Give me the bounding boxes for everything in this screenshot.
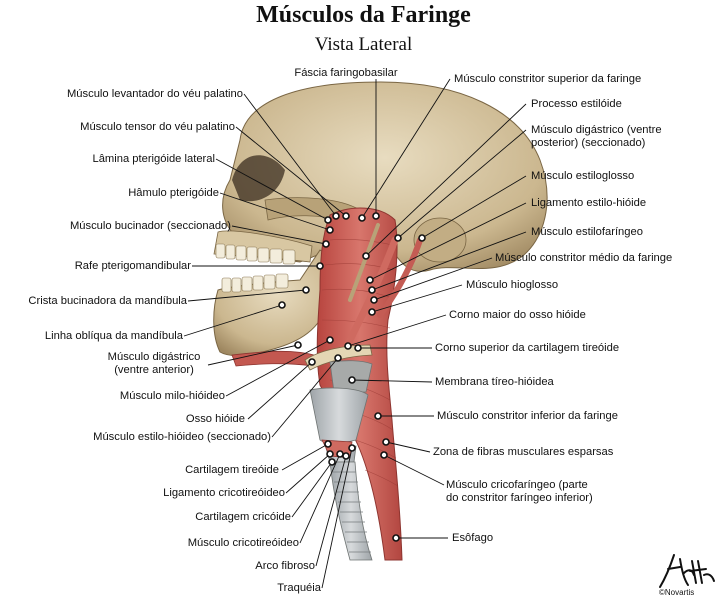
label-linha: Linha oblíqua da mandíbula [44,330,183,342]
label-osso-hioide: Osso hióide [185,413,245,425]
styloid-process [348,223,380,302]
label-musculo-cricotireoideo: Músculo cricotireóideo [187,537,299,549]
label-hamulo: Hâmulo pterigóide [128,187,219,199]
stylohyoid-muscle [341,236,399,354]
label-zona-fibras: Zona de fibras musculares esparsas [433,446,614,458]
label-digastrico-posterior: Músculo digástrico (ventre posterior) (s… [531,124,662,149]
label-constritor-medio: Músculo constritor médio da faringe [495,252,673,264]
label-ligamento-cricotireoideo: Ligamento cricotireóideo [163,487,285,499]
styloglossus-muscle [377,237,423,318]
page-subtitle: Vista Lateral [314,34,413,55]
label-estilofaringeo: Músculo estilofaríngeo [531,226,643,238]
page-title: Músculos da Faringe [256,2,471,28]
label-constritor-inferior: Músculo constritor inferior da faringe [437,410,618,422]
upper-teeth [215,243,296,265]
label-cartilagem-tireoide: Cartilagem tireóide [185,464,279,476]
label-digastrico-anterior: Músculo digástrico (ventre anterior) [107,351,201,376]
label-rafe: Rafe pterigomandibular [74,260,191,272]
label-tensor: Músculo tensor do véu palatino [80,121,235,133]
label-traqueia: Traquéia [277,582,321,594]
label-arco-fibroso: Arco fibroso [255,560,315,572]
copyright-text: ©Novartis [659,588,695,597]
label-fascia-faringobasilar: Fáscia faringobasilar [294,67,398,79]
label-corno-superior: Corno superior da cartilagem tireóide [435,342,620,354]
leader-lines [183,78,527,589]
netter-signature-logo [659,554,715,588]
label-processo-estiloide: Processo estilóide [531,98,622,110]
mastoid [413,217,467,263]
trachea [329,461,373,561]
label-estilo-hioideo: Músculo estilo-hióideo (seccionado) [93,431,271,443]
label-lamina: Lâmina pterigóide lateral [92,153,215,165]
label-esofago: Esôfago [452,532,494,544]
label-levantador: Músculo levantador do véu palatino [66,88,243,100]
label-bucinador: Músculo bucinador (seccionado) [69,220,231,232]
label-crista: Crista bucinadora da mandíbula [28,295,187,307]
label-constritor-superior: Músculo constritor superior da faringe [454,73,642,85]
label-cartilagem-cricoide: Cartilagem cricóide [195,511,291,523]
label-membrana-tireo-hioidea: Membrana tíreo-hióidea [435,376,554,388]
label-milo-hioideo: Músculo milo-hióideo [119,390,225,402]
label-estiloglosso: Músculo estiloglosso [531,170,635,182]
label-hioglosso: Músculo hioglosso [466,279,559,291]
pointer-dots [278,212,426,542]
label-corno-maior: Corno maior do osso hióide [449,309,586,321]
label-ligamento-estilo-hioide: Ligamento estilo-hióide [531,197,647,209]
lower-teeth [221,273,289,293]
label-cricofaringeo: Músculo cricofaríngeo (parte do constrit… [446,479,593,504]
tracheal-rings [332,471,371,553]
